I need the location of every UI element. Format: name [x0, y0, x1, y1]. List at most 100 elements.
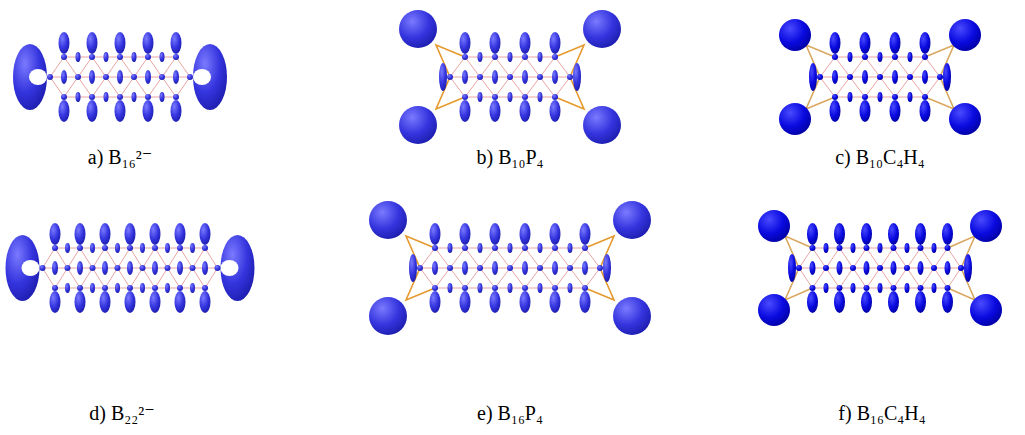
edge-lobe [87, 32, 98, 54]
edge-lobe [860, 32, 871, 54]
edge-lobe [59, 100, 70, 122]
bond-lobe [432, 261, 438, 275]
bond-lobe [908, 52, 913, 62]
atom-dot [567, 265, 573, 271]
corner-lobe [399, 106, 437, 144]
edge-lobe [942, 223, 953, 245]
edge-lobe [125, 291, 136, 313]
edge-lobe [200, 291, 211, 313]
atom-dot [477, 74, 483, 80]
atom-dot [75, 74, 81, 80]
corner-lobe [583, 10, 621, 48]
atom-dot [810, 285, 816, 291]
edge-lobe [115, 32, 126, 54]
bond-lobe [89, 70, 95, 84]
bond-lobe [862, 70, 868, 84]
edge-lobe [920, 100, 931, 122]
edge-lobe [520, 291, 531, 313]
atom-dot [177, 245, 183, 251]
atom-dot [582, 245, 588, 251]
atom-dot [432, 245, 438, 251]
bond-lobe [824, 243, 829, 253]
corner-lobe [970, 210, 1002, 242]
edge-lobe [861, 291, 872, 313]
panel-caption: d) B₂₂²⁻ [89, 401, 155, 425]
atom-dot [864, 285, 870, 291]
bond-lobe [65, 283, 70, 293]
bond-lobe [522, 261, 528, 275]
edge-lobe [860, 100, 871, 122]
bond-lobe [52, 261, 58, 275]
end-lobe-hole [221, 260, 239, 276]
edge-lobe [175, 291, 186, 313]
bond-lobe [568, 283, 573, 293]
end-lobe-hole [29, 69, 47, 85]
edge-lobe [890, 32, 901, 54]
bond-lobe [932, 243, 937, 253]
edge-lobe [100, 223, 111, 245]
atom-dot [61, 54, 67, 60]
end-crescent [943, 63, 951, 91]
atom-dot [417, 265, 423, 271]
molecule-isosurface [13, 32, 227, 122]
atom-dot [187, 74, 193, 80]
atom-dot [810, 245, 816, 251]
corner-lobe [779, 103, 811, 135]
corner-lobe [949, 103, 981, 135]
atom-dot [447, 265, 453, 271]
bond-lobe [918, 261, 924, 275]
atom-dot [522, 54, 528, 60]
bond-lobe [508, 92, 513, 102]
atom-dot [131, 74, 137, 80]
atom-dot [77, 285, 83, 291]
edge-lobe [915, 291, 926, 313]
bond-lobe [922, 70, 928, 84]
atom-dot [115, 265, 121, 271]
bond-lobe [61, 70, 67, 84]
bond-lobe [77, 261, 83, 275]
bond-lobe [878, 92, 883, 102]
bond-lobe [492, 70, 498, 84]
atom-dot [52, 245, 58, 251]
edge-lobe [861, 223, 872, 245]
end-crescent [573, 63, 581, 91]
bond-lobe [538, 92, 543, 102]
edge-lobe [143, 100, 154, 122]
atom-dot [522, 285, 528, 291]
bond-lobe [848, 92, 853, 102]
atom-dot [850, 265, 856, 271]
atom-dot [891, 285, 897, 291]
bond-lobe [462, 70, 468, 84]
end-crescent [809, 63, 817, 91]
panel-caption: a) B₁₆²⁻ [88, 145, 152, 169]
atom-dot [823, 265, 829, 271]
atom-dot [832, 94, 838, 100]
atom-dot [907, 74, 913, 80]
atom-dot [477, 265, 483, 271]
atom-dot [958, 265, 964, 271]
panel-caption: b) B₁₀P₄ [476, 145, 543, 169]
bond-lobe [117, 70, 123, 84]
bond-lobe [837, 261, 843, 275]
end-lobe-hole [22, 260, 40, 276]
edge-lobe [890, 100, 901, 122]
atom-dot [492, 54, 498, 60]
end-crescent [603, 254, 611, 282]
end-lobe-hole [193, 69, 211, 85]
atom-dot [891, 245, 897, 251]
atom-dot [159, 74, 165, 80]
end-crescent [788, 254, 796, 282]
bond-lobe [140, 283, 145, 293]
edge-lobe [150, 223, 161, 245]
bond-lobe [552, 70, 558, 84]
atom-dot [522, 94, 528, 100]
edge-lobe [807, 223, 818, 245]
atom-dot [552, 94, 558, 100]
bond-lobe [478, 52, 483, 62]
bond-lobe [848, 52, 853, 62]
edge-lobe [460, 291, 471, 313]
panel-caption: e) B₁₆P₄ [477, 401, 543, 425]
bond-lobe [90, 243, 95, 253]
edge-lobe [430, 291, 441, 313]
edge-lobe [143, 32, 154, 54]
